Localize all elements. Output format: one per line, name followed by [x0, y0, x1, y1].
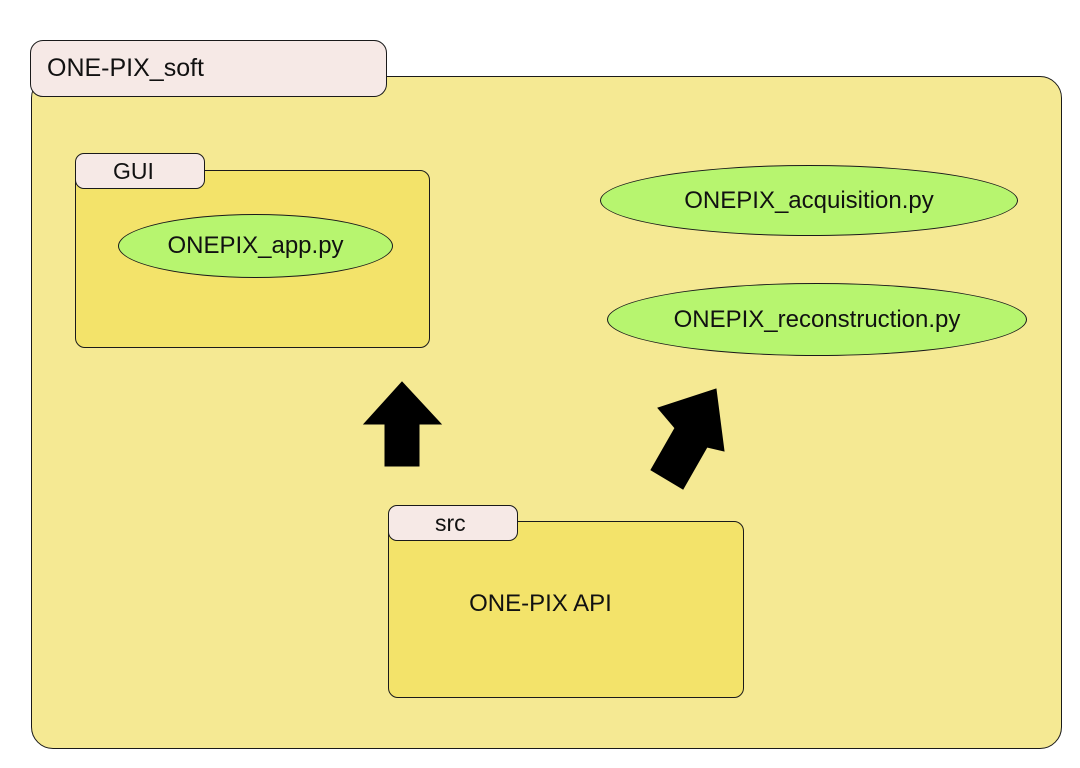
gui-label: GUI [113, 157, 154, 184]
up-arrow-icon [362, 381, 443, 467]
one-pix-soft-tab: ONE-PIX_soft [30, 40, 387, 97]
src-tab: src [388, 505, 518, 541]
onepix-acquisition-label: ONEPIX_acquisition.py [684, 186, 934, 214]
src-label: src [435, 509, 466, 536]
src-package [388, 521, 744, 698]
onepix-reconstruction-module: ONEPIX_reconstruction.py [607, 283, 1027, 356]
onepix-app-module: ONEPIX_app.py [118, 214, 393, 278]
onepix-reconstruction-label: ONEPIX_reconstruction.py [673, 305, 961, 333]
up-right-arrow-icon [650, 388, 725, 490]
gui-tab: GUI [75, 153, 205, 189]
one-pix-soft-label: ONE-PIX_soft [47, 54, 204, 82]
onepix-app-label: ONEPIX_app.py [167, 232, 344, 259]
one-pix-api-label: ONE-PIX API [469, 590, 612, 617]
onepix-acquisition-module: ONEPIX_acquisition.py [600, 165, 1018, 236]
